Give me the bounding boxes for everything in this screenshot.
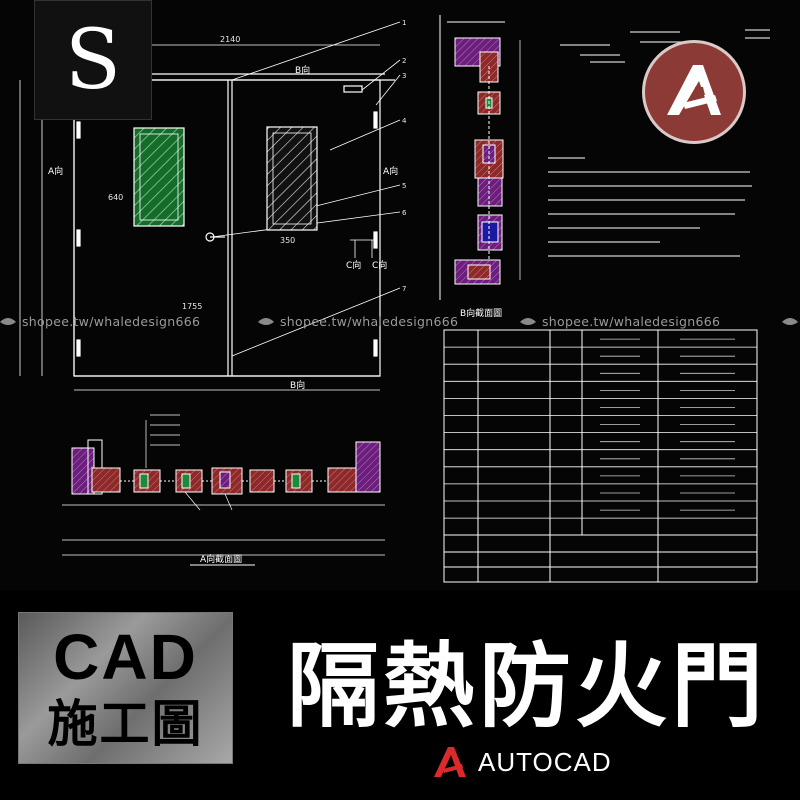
- svg-text:640: 640: [108, 193, 123, 202]
- cad-label-box: CAD 施工圖: [18, 612, 233, 764]
- watermark-whale-icons: [0, 318, 798, 325]
- svg-text:4: 4: [402, 117, 407, 125]
- label-a-right: A向: [383, 165, 398, 177]
- horizontal-section: [62, 414, 385, 566]
- svg-text:1: 1: [402, 19, 406, 27]
- cad-word: CAD: [53, 621, 198, 693]
- svg-text:6: 6: [402, 209, 407, 217]
- svg-text:7: 7: [402, 285, 406, 293]
- section-b-title: B向截面圖: [460, 307, 502, 319]
- vertical-section: [439, 15, 521, 300]
- section-a-title: A向截面圖: [200, 553, 242, 565]
- watermark-text-3: shopee.tw/whaledesign666: [542, 314, 721, 329]
- svg-text:3: 3: [402, 72, 406, 80]
- callout-numbers: 1 2 3 4 5 6 7: [402, 19, 407, 293]
- label-c-2: C向: [372, 259, 387, 271]
- title-banner: CAD 施工圖 隔熱防火門 AUTOCAD: [0, 590, 800, 800]
- autocad-brand: AUTOCAD: [432, 742, 612, 782]
- watermark-text-1: shopee.tw/whaledesign666: [22, 314, 201, 329]
- svg-text:1755: 1755: [182, 302, 202, 311]
- shop-logo-letter: S: [64, 12, 122, 108]
- autocad-label: AUTOCAD: [478, 746, 612, 777]
- autocad-logo-icon: [642, 40, 746, 144]
- cad-subtitle: 施工圖: [47, 695, 204, 753]
- label-b-top: B向: [295, 64, 310, 76]
- left-vision-panel: [133, 127, 185, 227]
- svg-text:5: 5: [402, 182, 406, 190]
- autocad-a-icon: [434, 747, 466, 777]
- right-vision-panel: [266, 126, 318, 231]
- shop-logo-badge: S: [34, 0, 152, 120]
- product-title: 隔熱防火門: [286, 633, 767, 740]
- label-c-1: C向: [346, 259, 361, 271]
- label-b-bottom: B向: [290, 379, 305, 391]
- svg-text:2140: 2140: [220, 35, 240, 44]
- bom-table: [443, 329, 758, 583]
- svg-text:350: 350: [280, 236, 295, 245]
- notes-block: [548, 29, 770, 257]
- label-a-left: A向: [48, 165, 63, 177]
- svg-text:2: 2: [402, 57, 406, 65]
- watermark-text-2: shopee.tw/whaledesign666: [280, 314, 459, 329]
